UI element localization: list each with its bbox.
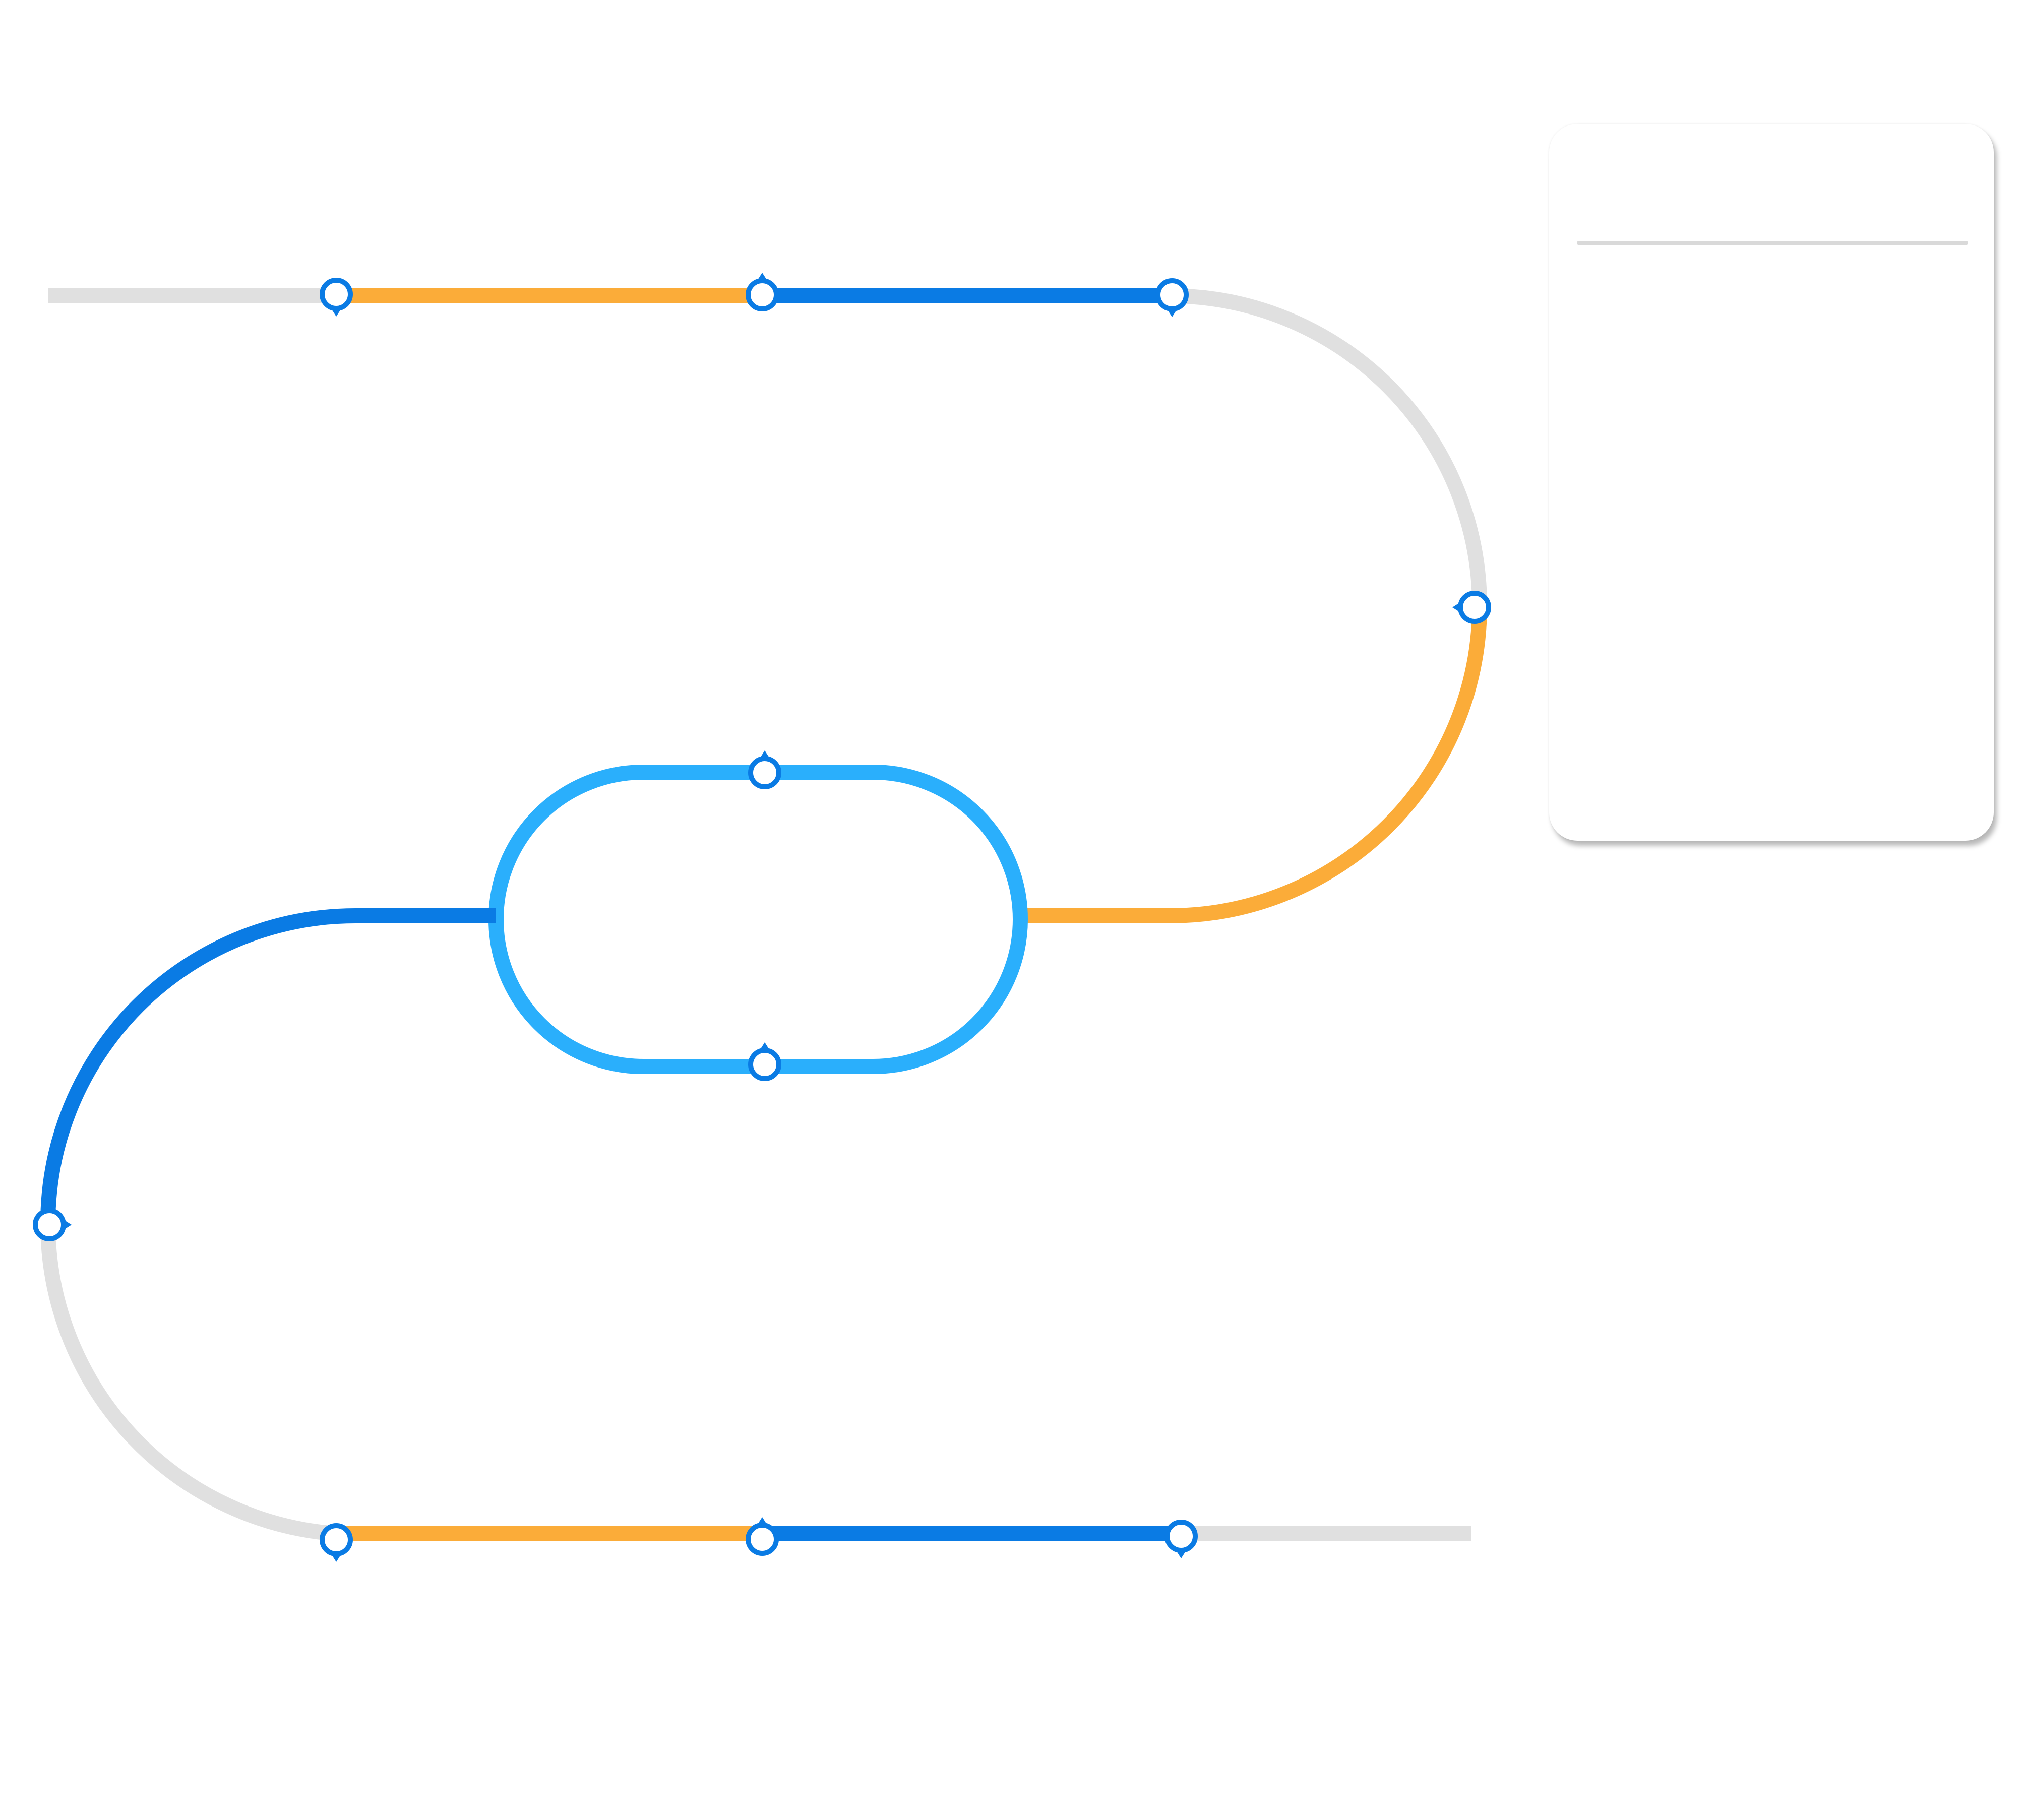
station-bottom-3-marker[interactable]	[1164, 1520, 1198, 1558]
station-bottom-1-marker[interactable]	[320, 1523, 353, 1562]
track-right-upper-curve	[1169, 288, 1487, 606]
station-right-ring	[1458, 591, 1491, 624]
station-loop-top-marker[interactable]	[748, 750, 781, 789]
station-top-2-marker[interactable]	[746, 273, 779, 311]
station-left-ring	[33, 1208, 66, 1241]
station-top-2-ring	[746, 278, 779, 311]
track-left-upper-curve	[40, 908, 496, 1224]
track-layer	[40, 288, 1487, 1541]
info-card-title	[1577, 154, 1966, 215]
info-card-body	[1577, 265, 1966, 812]
station-top-3-ring	[1155, 278, 1189, 311]
station-layer	[33, 273, 1491, 1562]
station-left-marker[interactable]	[33, 1208, 72, 1241]
track-right-lower-curve	[1026, 605, 1487, 923]
station-loop-bottom-marker[interactable]	[748, 1042, 781, 1081]
info-card-divider	[1577, 241, 1968, 245]
station-loop-bottom-ring	[748, 1048, 781, 1081]
station-bottom-2-marker[interactable]	[746, 1517, 779, 1556]
station-bottom-3-ring	[1164, 1520, 1198, 1553]
track-middle-loop	[488, 765, 1028, 1074]
station-top-1-marker[interactable]	[320, 278, 353, 317]
station-bottom-1-ring	[320, 1523, 353, 1556]
station-right-marker[interactable]	[1452, 591, 1491, 624]
station-bottom-2-ring	[746, 1523, 779, 1556]
track-left-lower-curve	[40, 1223, 337, 1541]
station-loop-top-ring	[748, 756, 781, 789]
info-card	[1549, 124, 1994, 841]
station-top-3-marker[interactable]	[1155, 278, 1189, 317]
station-top-1-ring	[320, 278, 353, 311]
